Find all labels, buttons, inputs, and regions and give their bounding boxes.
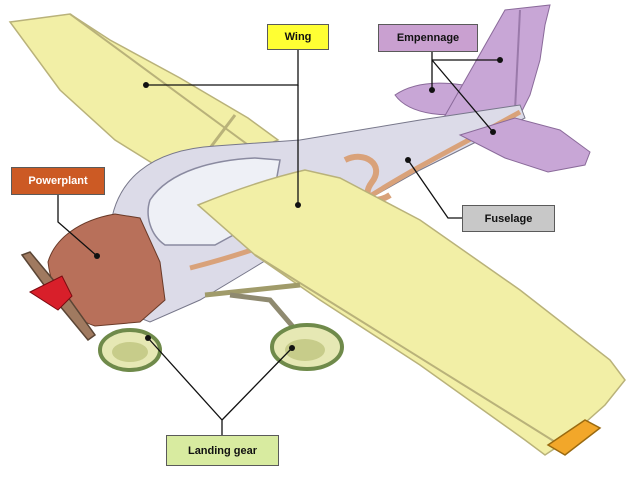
empennage-dot-left-stab [429,87,435,93]
fuselage-label: Fuselage [462,205,555,232]
right-wing [196,169,626,456]
nose-gear-wheel-fairing-inner [112,342,148,362]
left-wing-strut [208,114,237,149]
fuselage-leader [407,159,462,219]
landing-gear-dot-nose [145,335,151,341]
empennage-dot-right-stab [490,129,496,135]
right-wing-strut [204,282,301,298]
left-wing-flap-line [69,13,256,151]
wing-label: Wing [267,24,329,50]
landing-gear-leader-main [221,347,293,421]
main-gear-wheel-fairing-inner [285,339,325,361]
fuselage-dot [405,157,411,163]
landing-gear-label: Landing gear [166,435,279,466]
leader-dots [94,57,503,351]
powerplant-leader [57,195,98,257]
wing-dot-left [143,82,149,88]
empennage-label: Empennage [378,24,478,52]
wing-dot-right [295,202,301,208]
right-wing-aileron-line [254,254,561,446]
right-wing-tip-light [546,419,602,456]
empennage-leader-right-stab [431,59,494,133]
leader-lines [57,50,500,435]
propeller-spinner [28,275,73,311]
rudder-line [514,9,521,111]
main-gear-left-leg [229,292,302,337]
landing-gear-dot-main [289,345,295,351]
powerplant-dot [94,253,100,259]
powerplant-label: Powerplant [11,167,105,195]
empennage-dot-fin [497,57,503,63]
